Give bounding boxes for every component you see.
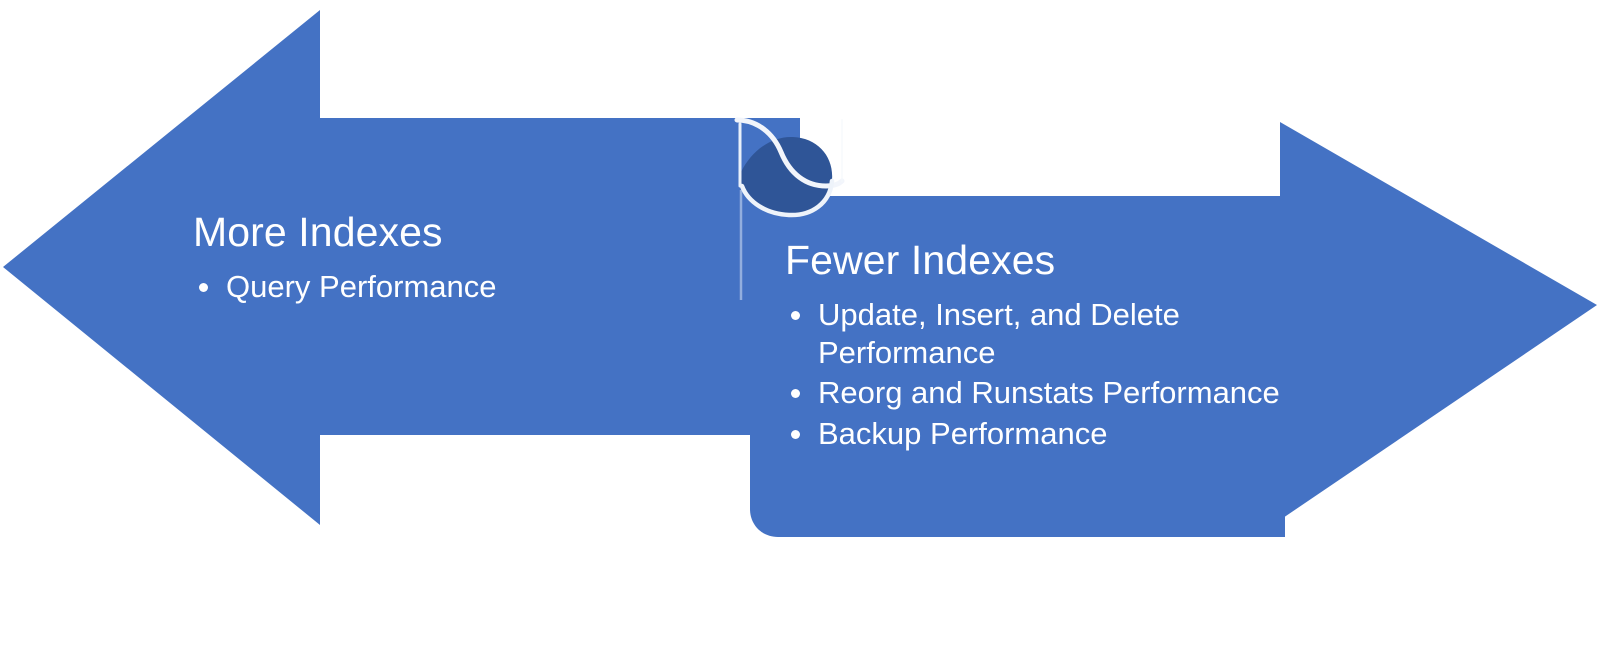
list-item: Reorg and Runstats Performance xyxy=(785,374,1365,412)
curl-highlight-upper xyxy=(734,117,845,189)
list-item: Query Performance xyxy=(193,268,713,306)
fewer-indexes-bullet-list: Update, Insert, and Delete Performance R… xyxy=(785,296,1365,453)
curl-dark-face xyxy=(741,136,833,216)
more-indexes-heading: More Indexes xyxy=(193,209,443,255)
page-curl-fold xyxy=(734,117,845,300)
list-item: Update, Insert, and Delete Performance xyxy=(785,296,1288,372)
fewer-indexes-heading: Fewer Indexes xyxy=(785,237,1056,283)
curl-highlight-lower xyxy=(739,178,835,218)
list-item: Backup Performance xyxy=(785,415,1365,453)
right-panel-shape xyxy=(750,196,1285,537)
more-indexes-bullet-list: Query Performance xyxy=(193,268,713,306)
fewer-indexes-group: Fewer Indexes Update, Insert, and Delete… xyxy=(785,237,1365,456)
left-arrow-shape xyxy=(3,10,800,525)
more-indexes-group: More Indexes Query Performance xyxy=(193,209,713,310)
